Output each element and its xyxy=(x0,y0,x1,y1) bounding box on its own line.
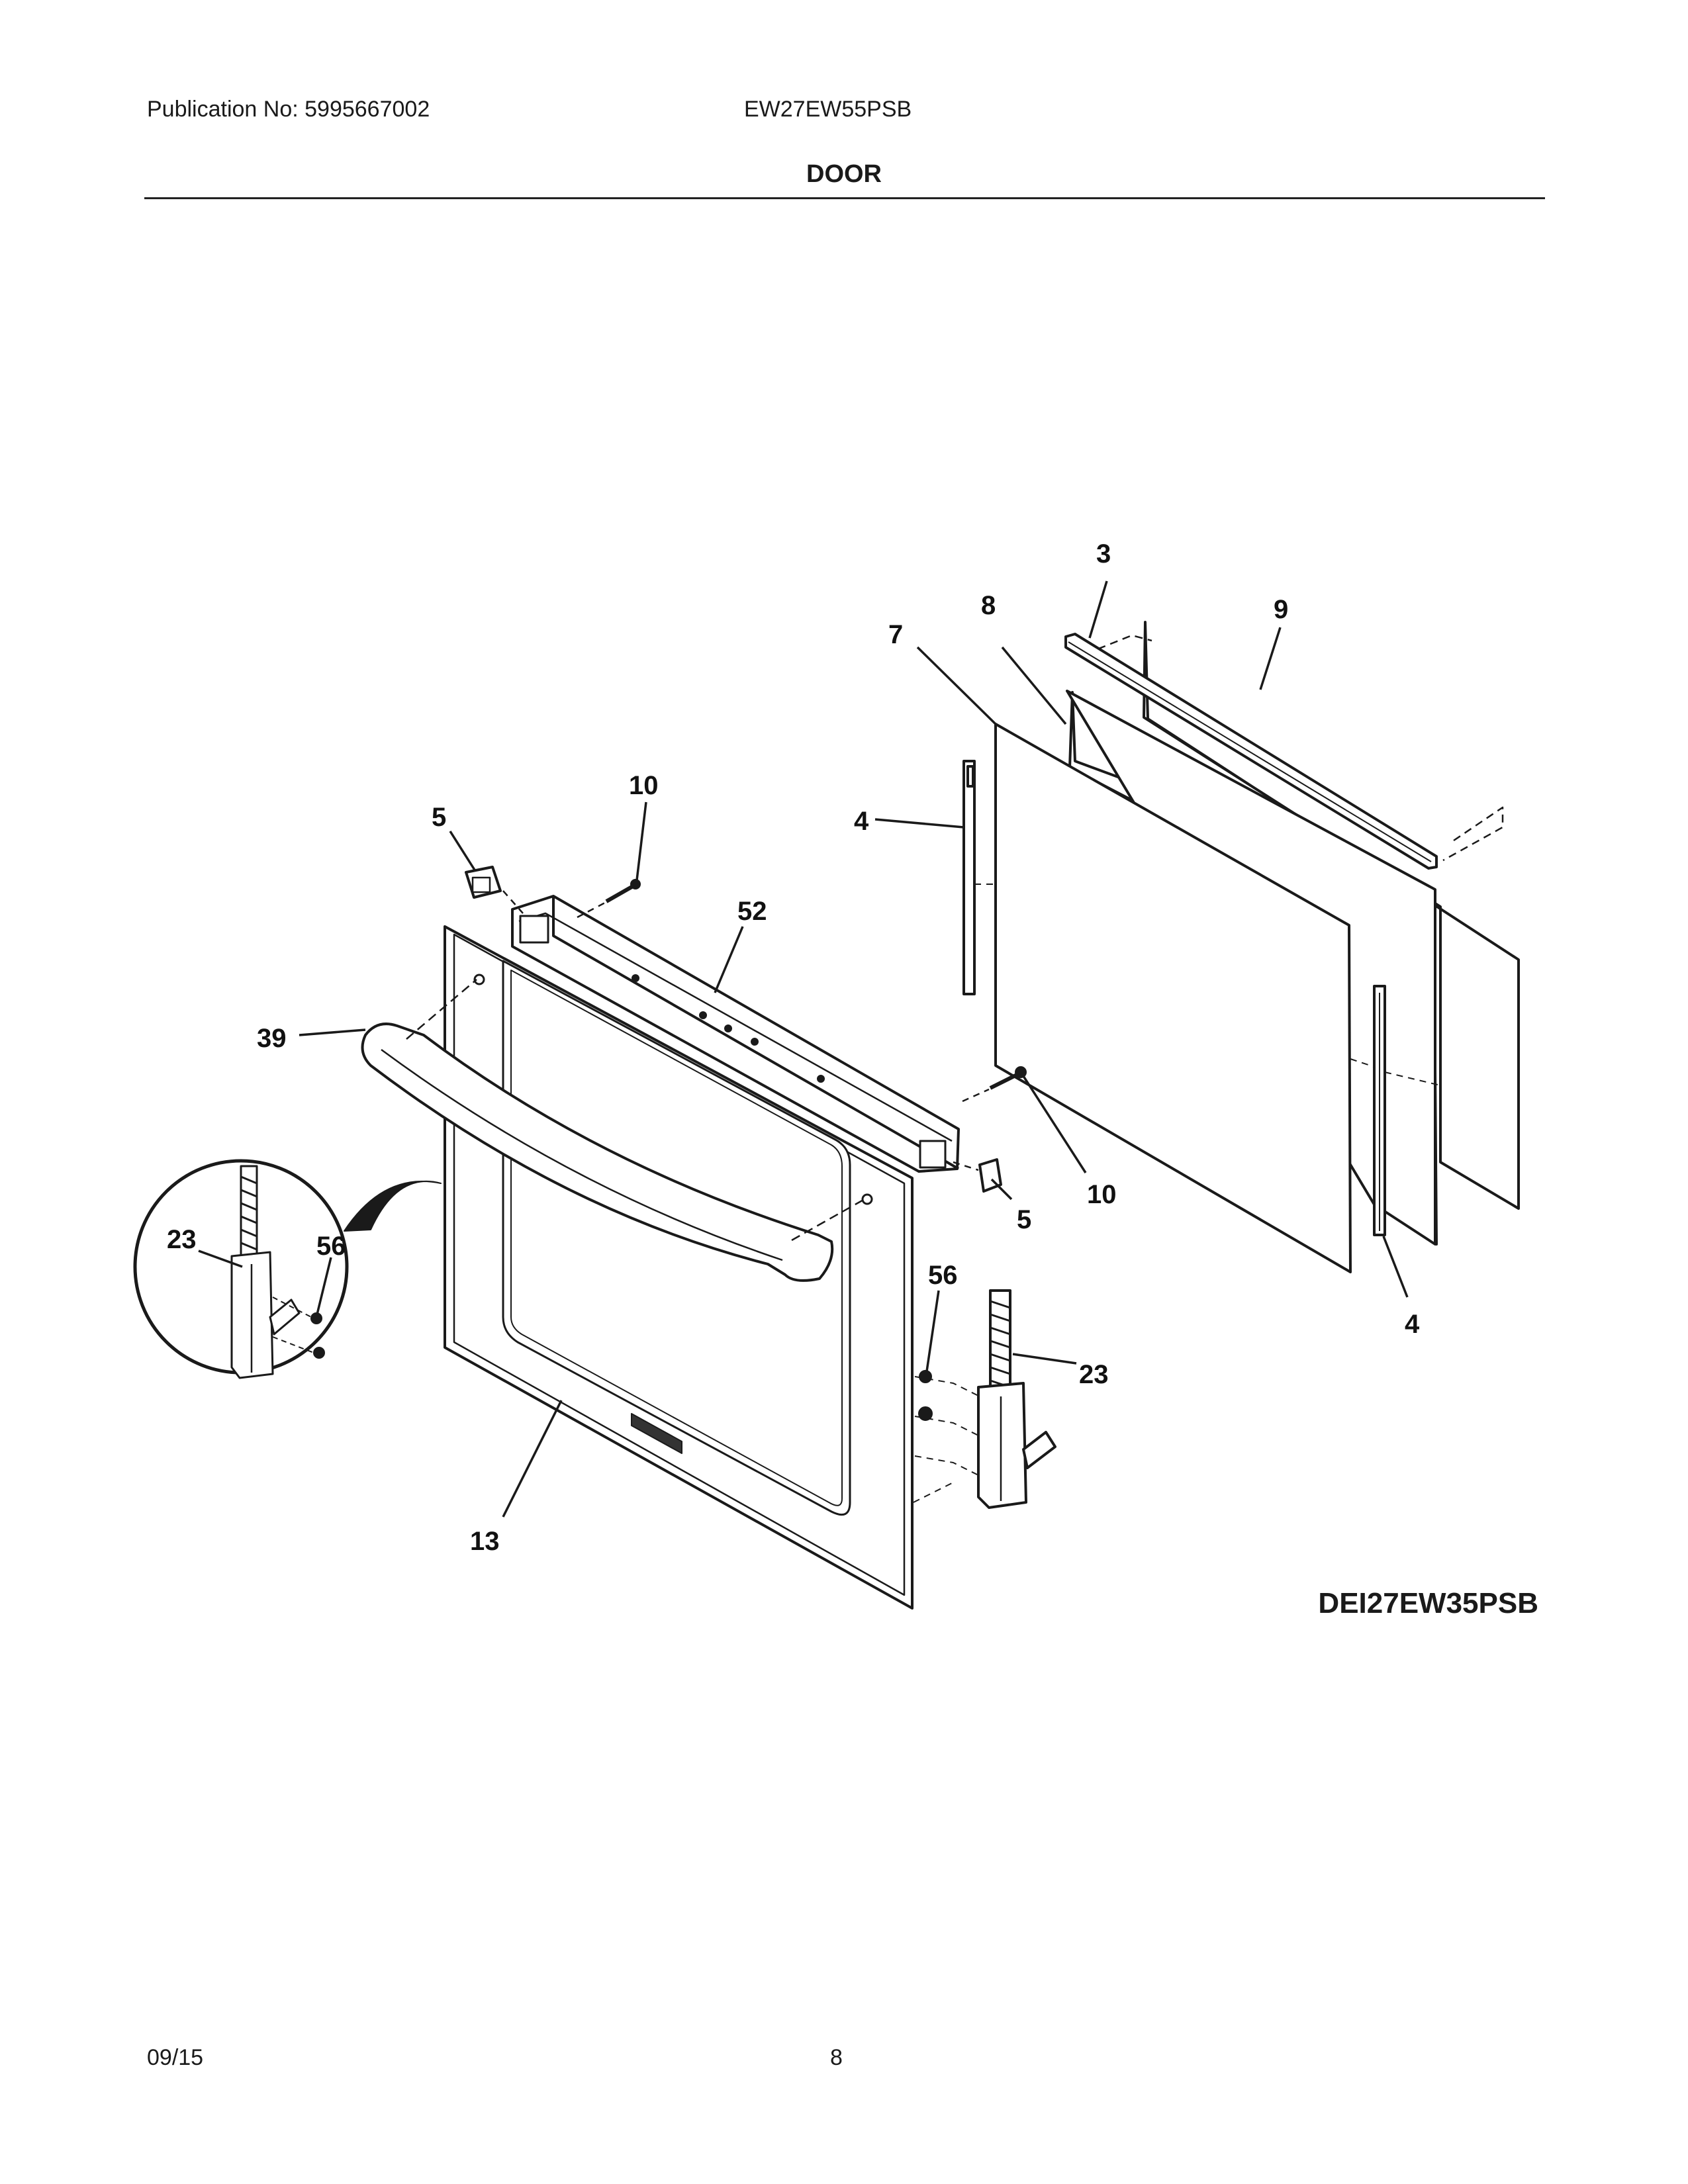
callout-4-left: 4 xyxy=(854,807,869,836)
footer-date: 09/15 xyxy=(147,2045,204,2070)
door-hinge-right xyxy=(977,1289,1056,1509)
callout-13: 13 xyxy=(470,1527,500,1556)
callout-4-right: 4 xyxy=(1405,1310,1420,1339)
callout-10-top: 10 xyxy=(629,771,659,800)
callout-9: 9 xyxy=(1274,595,1288,624)
rear-glass-panel xyxy=(1143,621,1520,1210)
door-hinge-detail xyxy=(230,1165,325,1379)
callout-52: 52 xyxy=(737,897,767,926)
callout-39: 39 xyxy=(257,1024,287,1053)
door-handle xyxy=(361,1023,834,1282)
callout-5-right: 5 xyxy=(1017,1205,1031,1234)
detail-pointer-arrow xyxy=(344,1180,442,1232)
callout-3: 3 xyxy=(1096,539,1111,569)
header-divider xyxy=(144,197,1545,199)
hinge-screw-right-upper xyxy=(919,1370,932,1383)
callout-5-top: 5 xyxy=(432,803,446,832)
inner-glass-panel xyxy=(994,723,1352,1273)
brand-badge xyxy=(631,1413,682,1454)
callout-56-detail: 56 xyxy=(316,1232,346,1261)
footer-page-number: 8 xyxy=(830,2045,843,2070)
top-trim-strip xyxy=(1064,633,1438,870)
diagram-code: DEI27EW35PSB xyxy=(1318,1587,1538,1619)
hinge-screw-right-lower xyxy=(918,1406,933,1421)
model-number: EW27EW55PSB xyxy=(744,97,912,122)
callout-23-detail: 23 xyxy=(167,1225,197,1254)
callout-10-right: 10 xyxy=(1087,1180,1117,1209)
left-glass-slide xyxy=(962,760,976,995)
callout-56-right: 56 xyxy=(928,1261,958,1290)
callout-23-right: 23 xyxy=(1079,1360,1109,1389)
callout-8: 8 xyxy=(981,591,996,620)
callout-7: 7 xyxy=(888,620,903,649)
section-title: DOOR xyxy=(806,160,882,188)
publication-number: Publication No: 5995667002 xyxy=(147,97,430,122)
viewing-window xyxy=(502,960,851,1516)
door-screw-right xyxy=(989,1071,1021,1090)
door-screw-top xyxy=(605,884,635,903)
